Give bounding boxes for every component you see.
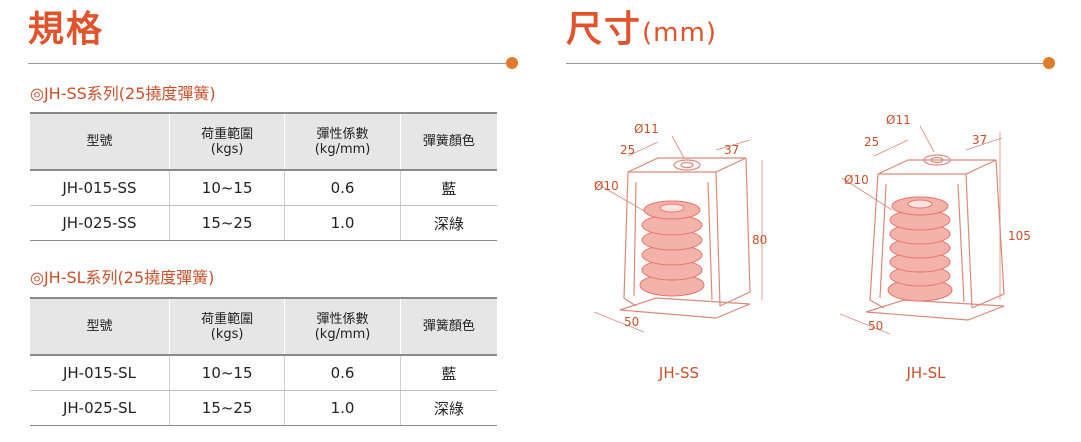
left-wall bbox=[869, 173, 885, 309]
size-section-unit: (mm) bbox=[642, 18, 717, 48]
top-hole bbox=[673, 159, 701, 171]
table-row: JH-015-SS 10~15 0.6 藍 bbox=[30, 170, 497, 206]
right-wall bbox=[715, 171, 721, 307]
dim-height: 80 bbox=[752, 233, 767, 247]
cell-rate: 1.0 bbox=[284, 205, 401, 241]
left-wall bbox=[623, 171, 637, 307]
cell-color: 藍 bbox=[399, 355, 497, 391]
top-hole bbox=[923, 154, 951, 166]
header-rate: 彈性係數 (kg/mm) bbox=[284, 112, 401, 171]
cell-model: JH-025-SS bbox=[30, 205, 170, 241]
series-sl-title: ◎JH-SL系列(25撓度彈簧) bbox=[30, 268, 215, 287]
cell-color: 深綠 bbox=[399, 205, 497, 241]
dim-hole-rod: Ø10 bbox=[844, 173, 869, 187]
table-row: JH-015-SL 10~15 0.6 藍 bbox=[30, 355, 497, 391]
cell-color: 藍 bbox=[399, 170, 497, 206]
header-model: 型號 bbox=[30, 112, 170, 171]
size-section-title: 尺寸(mm) bbox=[566, 8, 717, 55]
jh-sl-drawing: Ø11 25 37 Ø10 105 50 bbox=[839, 113, 1031, 335]
cell-load: 10~15 bbox=[168, 170, 285, 206]
dim-b: 37 bbox=[972, 133, 987, 147]
cell-load: 10~15 bbox=[168, 355, 285, 391]
dim-b: 37 bbox=[724, 143, 739, 157]
cell-model: JH-015-SS bbox=[30, 170, 170, 206]
header-rate: 彈性係數 (kg/mm) bbox=[284, 297, 401, 356]
cell-rate: 0.6 bbox=[284, 170, 401, 206]
dim-a: 25 bbox=[620, 143, 635, 157]
spec-section-title: 規格 bbox=[28, 9, 105, 50]
spec-section-rule-dot bbox=[506, 57, 518, 69]
cell-rate: 1.0 bbox=[284, 390, 401, 426]
base-plate bbox=[865, 299, 1005, 321]
size-section-rule-dot bbox=[1043, 57, 1055, 69]
size-section-rule bbox=[566, 63, 1050, 64]
dim-hole-top: Ø11 bbox=[886, 113, 911, 127]
caption-jh-sl: JH-SL bbox=[906, 364, 946, 382]
header-load: 荷重範圍 (kgs) bbox=[168, 297, 285, 356]
table-row: JH-025-SL 15~25 1.0 深綠 bbox=[30, 390, 497, 426]
caption-jh-ss: JH-SS bbox=[658, 364, 700, 382]
header-load: 荷重範圍 (kgs) bbox=[168, 112, 285, 171]
dim-hole-top: Ø11 bbox=[634, 122, 659, 136]
header-spring-color: 彈簧顏色 bbox=[399, 297, 497, 356]
header-spring-color: 彈簧顏色 bbox=[399, 112, 497, 171]
table-row: JH-025-SS 15~25 1.0 深綠 bbox=[30, 205, 497, 241]
back-wall bbox=[971, 159, 1005, 309]
jh-ss-drawing: Ø11 25 37 Ø10 80 50 bbox=[593, 122, 767, 333]
dim-height: 105 bbox=[1008, 229, 1031, 243]
dim-a: 25 bbox=[864, 135, 879, 149]
spec-section-rule bbox=[28, 63, 514, 64]
size-section-title-text: 尺寸 bbox=[566, 9, 643, 50]
cell-color: 深綠 bbox=[399, 390, 497, 426]
right-wall bbox=[965, 173, 973, 309]
spec-table-sl: 型號 荷重範圍 (kgs) 彈性係數 (kg/mm) 彈簧顏色 JH-015-S… bbox=[30, 297, 497, 426]
cell-model: JH-015-SL bbox=[30, 355, 170, 391]
cell-load: 15~25 bbox=[168, 390, 285, 426]
dim-base: 50 bbox=[868, 319, 883, 333]
base-plate bbox=[619, 297, 751, 319]
dim-base: 50 bbox=[624, 315, 639, 329]
header-model: 型號 bbox=[30, 297, 170, 356]
cell-rate: 0.6 bbox=[284, 355, 401, 391]
spec-table-ss: 型號 荷重範圍 (kgs) 彈性係數 (kg/mm) 彈簧顏色 JH-015-S… bbox=[30, 112, 497, 241]
dim-hole-rod: Ø10 bbox=[594, 179, 619, 193]
back-wall bbox=[719, 157, 751, 307]
cell-model: JH-025-SL bbox=[30, 390, 170, 426]
series-ss-title: ◎JH-SS系列(25撓度彈簧) bbox=[30, 84, 216, 103]
cell-load: 15~25 bbox=[168, 205, 285, 241]
